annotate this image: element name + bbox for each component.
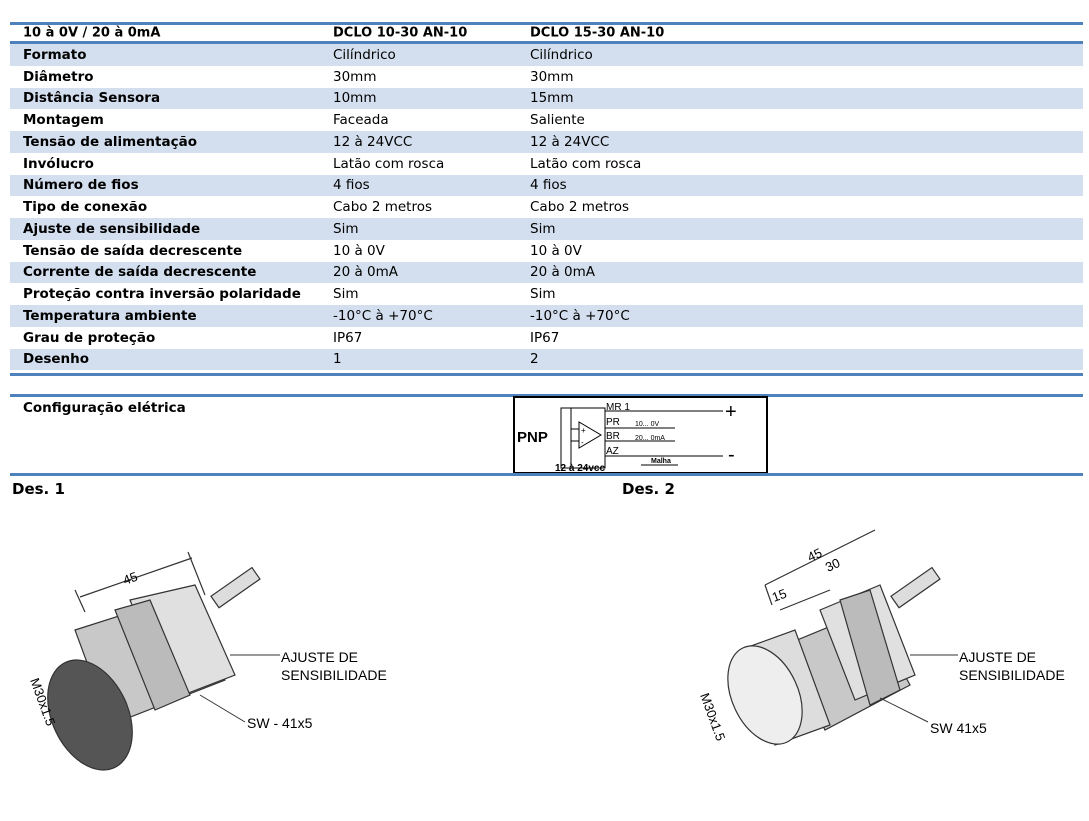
row-label: Diâmetro (23, 68, 94, 85)
table-row: Grau de proteção IP67 IP67 (10, 327, 1083, 349)
wiring-diagram: PNP +- MR 1 PR BR AZ 10... 0V 20... 0mA … (513, 396, 768, 474)
row-value: 2 (530, 351, 539, 368)
row-value: Latão com rosca (333, 155, 445, 172)
svg-text:+: + (581, 426, 586, 435)
svg-text:Malha: Malha (651, 458, 671, 465)
drawing-2-sensor: 45 30 15 M30x1.5 AJUSTE DE SENSIBILIDADE… (697, 529, 1065, 746)
row-value: 1 (333, 351, 342, 368)
table-row: Tensão de saída decrescente 10 à 0V 10 à 0… (10, 240, 1083, 262)
row-value: 10 à 0V (333, 242, 385, 259)
table-row: Tipo de conexão Cabo 2 metros Cabo 2 metro… (10, 196, 1083, 218)
row-value: 30mm (333, 68, 377, 85)
table-row: Invólucro Latão com rosca Latão com rosca (10, 153, 1083, 175)
drawing-1-title: Des. 1 (12, 480, 65, 498)
row-value: Cilíndrico (333, 46, 396, 63)
row-value: Sim (530, 220, 556, 237)
svg-text:BR: BR (606, 431, 620, 442)
row-value: -10°C à +70°C (530, 307, 630, 324)
table-row: Temperatura ambiente -10°C à +70°C -10°C à… (10, 305, 1083, 327)
row-value: Sim (530, 286, 556, 303)
table-row: Desenho 1 2 (10, 348, 1083, 371)
row-value: 15mm (530, 90, 574, 107)
svg-text:SW 41x5: SW 41x5 (930, 720, 987, 736)
divider (10, 473, 1083, 476)
header-cell: 10 à 0V / 20 à 0mA (23, 25, 161, 41)
spec-table: 10 à 0V / 20 à 0mA DCLO 10-30 AN-10 DCLO… (10, 22, 1083, 371)
svg-text:45: 45 (121, 569, 140, 588)
row-value: 20 à 0mA (530, 264, 596, 281)
row-label: Ajuste de sensibilidade (23, 220, 201, 237)
row-value: 30mm (530, 68, 574, 85)
table-row: Diâmetro 30mm 30mm (10, 66, 1083, 88)
row-value: Cilíndrico (530, 46, 593, 63)
row-value: IP67 (530, 329, 560, 346)
row-label: Tensão de alimentação (23, 133, 197, 150)
svg-text:12 à 24vcc: 12 à 24vcc (555, 463, 605, 474)
row-label: Distância Sensora (23, 90, 161, 107)
svg-text:SW - 41x5: SW - 41x5 (247, 715, 313, 731)
svg-text:PR: PR (606, 417, 620, 428)
row-value: Faceada (333, 112, 389, 129)
row-value: Saliente (530, 112, 585, 129)
svg-text:20... 0mA: 20... 0mA (635, 435, 665, 442)
row-value: Latão com rosca (530, 155, 642, 172)
row-label: Temperatura ambiente (23, 307, 197, 324)
row-label: Desenho (23, 351, 90, 368)
table-row: Tensão de alimentação 12 à 24VCC 12 à 24VC… (10, 131, 1083, 153)
pnp-label: PNP (517, 429, 548, 446)
row-value: 12 à 24VCC (333, 133, 413, 150)
row-label: Montagem (23, 112, 104, 129)
svg-text:10... 0V: 10... 0V (635, 421, 659, 428)
row-label: Tipo de conexão (23, 199, 148, 216)
row-value: 4 fios (530, 177, 567, 194)
row-label: Corrente de saída decrescente (23, 264, 257, 281)
svg-text:MR 1: MR 1 (606, 402, 630, 413)
row-label: Invólucro (23, 155, 94, 172)
row-value: Sim (333, 286, 359, 303)
row-value: Cabo 2 metros (333, 199, 432, 216)
table-row: Formato Cilíndrico Cilíndrico (10, 44, 1083, 66)
row-label: Número de fios (23, 177, 139, 194)
row-value: 12 à 24VCC (530, 133, 610, 150)
row-value: Cabo 2 metros (530, 199, 629, 216)
table-header: 10 à 0V / 20 à 0mA DCLO 10-30 AN-10 DCLO… (10, 22, 1083, 44)
drawing-1-sensor: 45 M30x1.5 AJUSTE DE SENSIBILIDADE SW - … (27, 551, 387, 771)
table-row: Montagem Faceada Saliente (10, 109, 1083, 131)
row-label: Proteção contra inversão polaridade (23, 286, 301, 303)
svg-text:AJUSTE DE: AJUSTE DE (959, 649, 1036, 665)
row-value: Sim (333, 220, 359, 237)
row-value: 4 fios (333, 177, 370, 194)
row-value: 10 à 0V (530, 242, 582, 259)
svg-text:45: 45 (805, 545, 824, 565)
row-value: -10°C à +70°C (333, 307, 433, 324)
row-value: 10mm (333, 90, 377, 107)
row-label: Formato (23, 46, 87, 63)
electrical-config-label: Configuração elétrica (23, 400, 186, 416)
table-row: Ajuste de sensibilidade Sim Sim (10, 218, 1083, 240)
svg-text:AZ: AZ (606, 446, 619, 457)
row-label: Tensão de saída decrescente (23, 242, 243, 259)
svg-text:SENSIBILIDADE: SENSIBILIDADE (281, 667, 387, 683)
row-value: IP67 (333, 329, 363, 346)
svg-text:M30x1.5: M30x1.5 (697, 691, 728, 743)
svg-text:-: - (728, 444, 735, 466)
table-row: Distância Sensora 10mm 15mm (10, 87, 1083, 110)
drawing-2-title: Des. 2 (622, 480, 675, 498)
header-cell: DCLO 15-30 AN-10 (530, 25, 665, 41)
row-value: 20 à 0mA (333, 264, 399, 281)
divider (10, 373, 1083, 376)
divider (10, 394, 1083, 397)
table-row: Número de fios 4 fios 4 fios (10, 174, 1083, 197)
table-row: Corrente de saída decrescente 20 à 0mA 20 … (10, 261, 1083, 284)
svg-text:+: + (725, 401, 737, 423)
svg-text:30: 30 (823, 555, 842, 575)
row-label: Grau de proteção (23, 329, 156, 346)
table-row: Proteção contra inversão polaridade Sim Si… (10, 283, 1083, 305)
svg-text:15: 15 (770, 586, 789, 605)
header-cell: DCLO 10-30 AN-10 (333, 25, 468, 41)
svg-text:SENSIBILIDADE: SENSIBILIDADE (959, 667, 1065, 683)
svg-text:-: - (581, 438, 584, 447)
svg-text:AJUSTE DE: AJUSTE DE (281, 649, 358, 665)
